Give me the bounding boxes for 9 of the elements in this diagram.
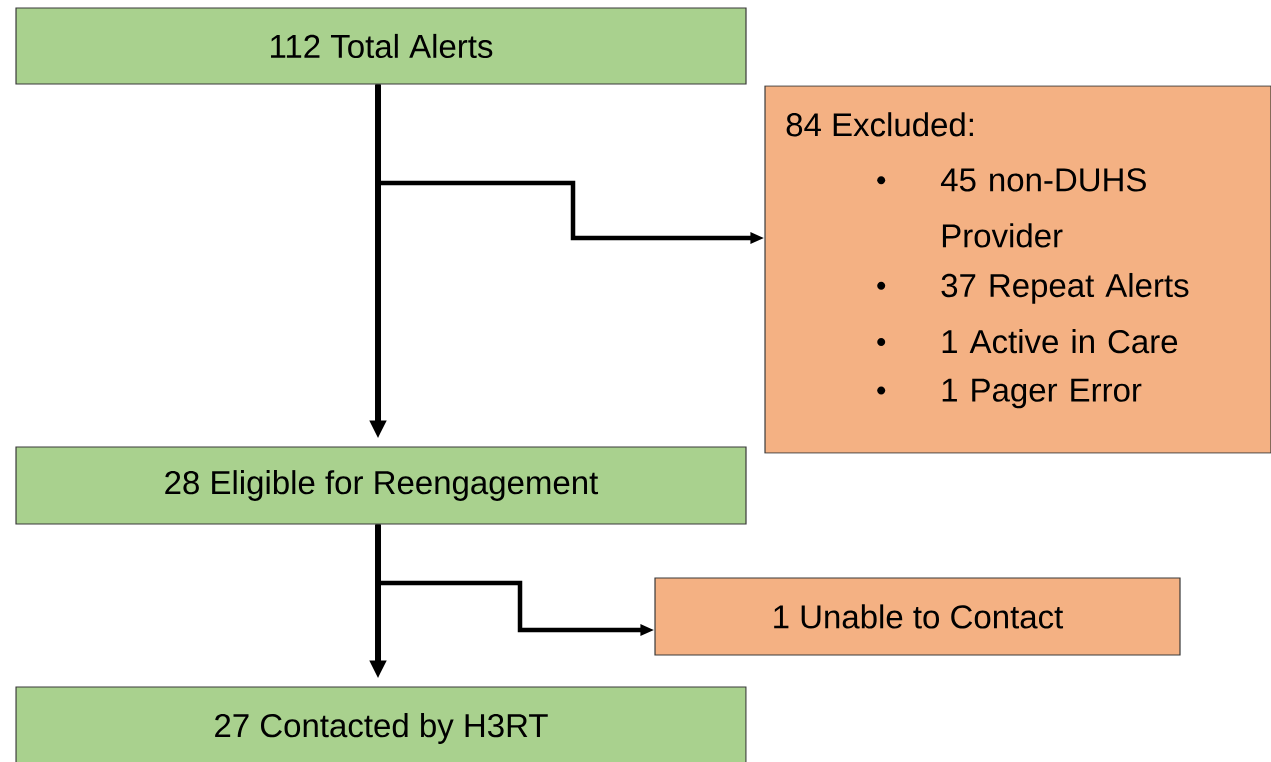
process-box: 1 Unable to Contact xyxy=(654,577,1181,656)
process-box: 27 Contacted by H3RT xyxy=(15,686,747,762)
box-heading: 84 Excluded: xyxy=(786,112,973,137)
bullet-item: 45 non-DUHS Provider xyxy=(877,168,1146,248)
bullet-item: 1 Pager Error xyxy=(877,378,1142,409)
bullet-item: 37 Repeat Alerts xyxy=(877,272,1189,304)
bullet-item: 1 Active in Care xyxy=(877,329,1178,354)
process-box: 112 Total Alerts xyxy=(15,7,747,85)
process-box: 28 Eligible for Reengagement xyxy=(15,446,747,525)
